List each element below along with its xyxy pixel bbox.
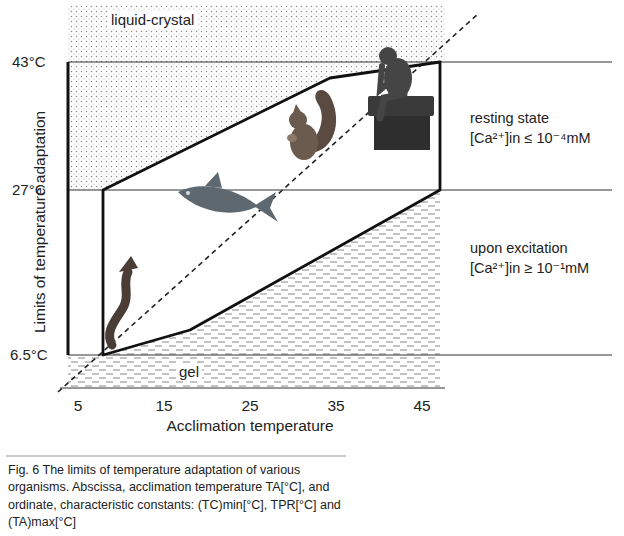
fish-figure [178, 172, 278, 222]
tick-label: 45 [413, 397, 430, 415]
state-label: resting state [470, 110, 549, 127]
figure-caption: Fig. 6 The limits of temperature adaptat… [8, 462, 344, 531]
x-axis [60, 388, 445, 389]
axis-value: 43°C [12, 53, 46, 70]
axis-title: Limits of temperature adaptation [31, 111, 49, 333]
diagonal-line [58, 14, 478, 392]
tick-label: 25 [241, 397, 258, 415]
thinker-statue [368, 47, 434, 150]
squirrel-figure [287, 90, 336, 160]
caption-rule [6, 456, 346, 457]
limit-line [68, 355, 612, 356]
tick-label: 15 [155, 397, 172, 415]
region-label: liquid-crystal [108, 11, 197, 28]
worm-figure [110, 256, 138, 345]
limit-line [68, 190, 612, 191]
tick-label: 35 [327, 397, 344, 415]
liquid-crystal-region [68, 5, 445, 190]
axis-title: Acclimation temperature [166, 417, 333, 435]
region-label: gel [176, 363, 202, 380]
y-axis [67, 62, 70, 355]
state-label: [Ca²⁺]in ≤ 10⁻⁴mM [470, 130, 591, 147]
state-label: [Ca²⁺]in ≥ 10⁻¹mM [470, 260, 589, 277]
adaptation-limits [103, 62, 440, 355]
axis-value: 6.5°C [10, 346, 48, 363]
limit-line [68, 62, 612, 63]
state-label: upon excitation [470, 240, 568, 257]
tick-label: 5 [74, 397, 83, 415]
